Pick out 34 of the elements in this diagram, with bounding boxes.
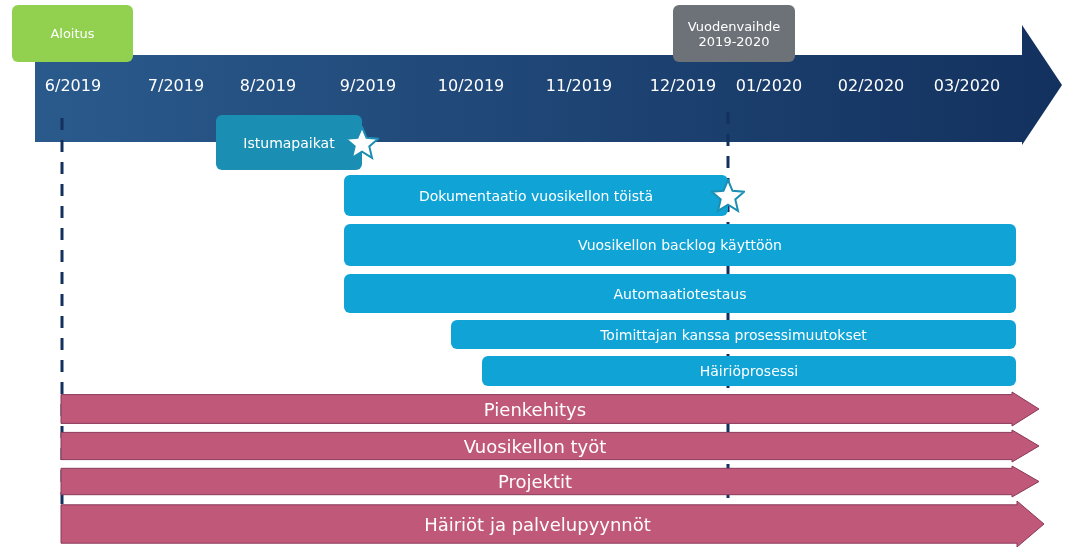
task-bar <box>344 274 1016 313</box>
month-label: 12/2019 <box>648 76 718 95</box>
month-label: 8/2019 <box>238 76 298 95</box>
task-bar <box>482 356 1016 386</box>
task-bar <box>451 320 1016 349</box>
month-label: 11/2019 <box>544 76 614 95</box>
stream-label: Projektit <box>497 471 573 492</box>
month-label: 03/2020 <box>932 76 1002 95</box>
work-stream-banner <box>60 465 1040 498</box>
stream-label: Pienkehitys <box>483 398 587 420</box>
task-label: Istumapaikat <box>243 134 335 151</box>
milestone-label: Vuodenvaihde 2019-2020 <box>686 18 782 49</box>
task-bar <box>344 224 1016 266</box>
month-label: 6/2019 <box>43 76 103 95</box>
task-label: Vuosikellon backlog käyttöön <box>578 237 782 253</box>
stream-label: Häiriöt ja palvelupyynnöt <box>424 513 651 535</box>
work-stream-banner <box>60 429 1040 463</box>
milestone-box <box>12 5 133 62</box>
month-label: 9/2019 <box>338 76 398 95</box>
task-bar <box>344 175 728 216</box>
task-label: Dokumentaatio vuosikellon töistä <box>418 187 654 204</box>
month-label: 7/2019 <box>146 76 206 95</box>
work-stream-banner <box>60 391 1040 427</box>
task-label: Toimittajan kanssa prosessimuutokset <box>600 326 867 343</box>
milestone-label: Aloitus <box>50 26 95 41</box>
month-label: 02/2020 <box>836 76 906 95</box>
work-stream-banner <box>60 500 1045 548</box>
milestone-box <box>673 5 795 62</box>
month-label: 10/2019 <box>436 76 506 95</box>
task-label: Automaatiotestaus <box>613 285 747 302</box>
stream-label: Vuosikellon työt <box>463 435 607 457</box>
task-bar <box>216 115 362 170</box>
month-label: 01/2020 <box>734 76 804 95</box>
task-label: Häiriöprosessi <box>699 363 799 379</box>
